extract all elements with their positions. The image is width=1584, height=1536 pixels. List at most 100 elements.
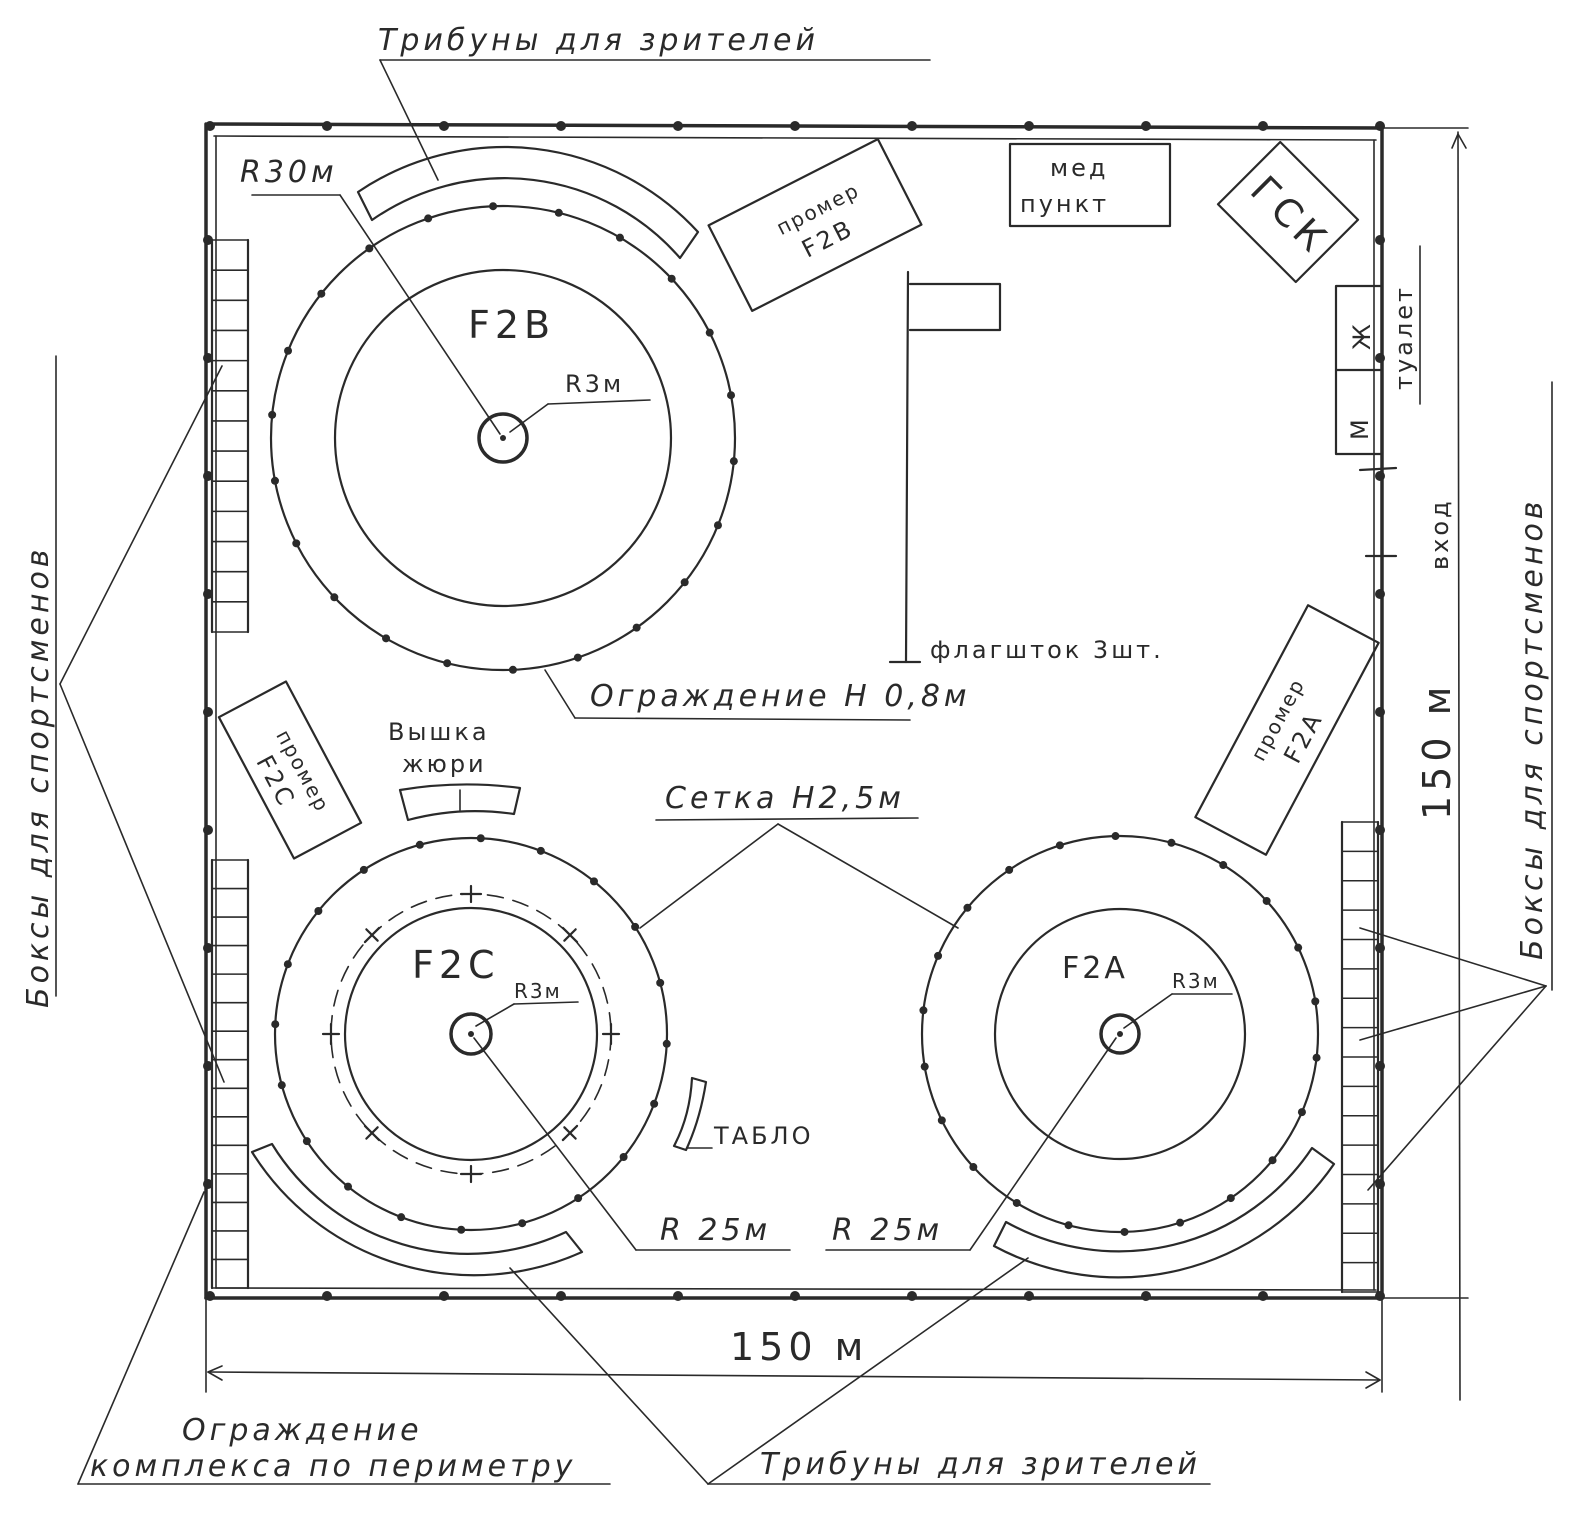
fence-post [556, 1291, 566, 1301]
net-post [397, 1213, 406, 1222]
fence-post [205, 121, 215, 131]
boxes-right-leader [1359, 381, 1553, 1191]
toilet-block: М Ж [1334, 245, 1421, 456]
fence-post [1258, 121, 1268, 131]
net-post [963, 903, 972, 912]
med-point: мед пункт [1008, 142, 1172, 228]
net-post [1226, 1194, 1235, 1203]
net-post [650, 1099, 659, 1108]
net-post [1120, 1227, 1129, 1236]
net-post [1012, 1198, 1021, 1207]
boxes-right [1340, 820, 1380, 1294]
perimeter-label-line1: Ограждение [182, 1413, 423, 1448]
fence-post [907, 121, 917, 131]
fence-b-leader [544, 669, 911, 721]
f2a-net-posts [919, 832, 1321, 1236]
fence-post [554, 208, 563, 217]
net-post [589, 877, 598, 886]
fence-post [1024, 1291, 1034, 1301]
toilet-m: М [1346, 416, 1374, 440]
f2b-fence-posts [268, 202, 738, 674]
net-post [344, 1182, 353, 1191]
boxes-left-bottom [210, 858, 250, 1290]
net-post [631, 922, 640, 931]
f2b-label: F2B [468, 303, 555, 347]
stands-top-label: Трибуны для зрителей [378, 23, 819, 58]
fence-post [439, 1291, 449, 1301]
fence-post [1375, 121, 1385, 131]
net-post [1312, 1053, 1321, 1062]
net-post [302, 1137, 311, 1146]
f2a-radius-25 [825, 1037, 1117, 1251]
net-post [1064, 1221, 1073, 1230]
fence-post [268, 410, 277, 419]
height-dimension-label: 150 м [1415, 682, 1459, 820]
net-post [1311, 997, 1320, 1006]
f2b-circle [269, 204, 737, 672]
fence-post [727, 391, 736, 400]
fence-post [424, 214, 433, 223]
fence-post [632, 623, 641, 632]
net-post [920, 1062, 929, 1071]
gsk-label: ГСК [1242, 167, 1338, 263]
stands-bottom-leader [509, 1257, 1211, 1485]
net-post [476, 834, 485, 843]
net-post [1176, 1218, 1185, 1227]
judges-line2: жюри [402, 750, 487, 778]
scoreboard [672, 1076, 708, 1152]
f2c-radius-3 [475, 1001, 579, 1027]
med-point-line2: пункт [1020, 190, 1109, 218]
net-post [619, 1152, 628, 1161]
boxes-left-top [210, 238, 250, 634]
fence-post [705, 328, 714, 337]
stands-f2c [250, 1142, 584, 1277]
boxes-left-leader [55, 355, 225, 1083]
fence-post [203, 943, 213, 953]
net-post [283, 960, 292, 969]
f2c-markers [321, 884, 621, 1184]
fence-post [1375, 353, 1385, 363]
net-post [415, 840, 424, 849]
net-post [934, 951, 943, 960]
fence-post [790, 121, 800, 131]
fence-post [556, 121, 566, 131]
entrance [1358, 466, 1398, 558]
circle-marker [563, 1126, 577, 1140]
circle-marker [365, 928, 379, 942]
fence-post [489, 202, 498, 211]
measure-f2c-box: промер F2C [217, 680, 363, 860]
fence-post [673, 121, 683, 131]
fence-post [284, 346, 293, 355]
f2b-radius-30 [251, 194, 501, 435]
net-post [359, 865, 368, 874]
judges-line1: Вышка [388, 718, 490, 746]
net-post [1294, 943, 1303, 952]
fence-post [573, 653, 582, 662]
fence-post [203, 471, 213, 481]
fence-post [203, 1061, 213, 1071]
perimeter-fence-posts [203, 121, 1385, 1301]
stands-top [356, 145, 700, 260]
scoreboard-label: ТАБЛО [713, 1122, 813, 1150]
judges-tower [398, 783, 522, 822]
fence-post [1258, 1291, 1268, 1301]
fence-post [667, 274, 676, 283]
perimeter-leader [77, 1191, 611, 1485]
fence-post [1375, 1291, 1385, 1301]
fence-post [1141, 1291, 1151, 1301]
net-post [1167, 838, 1176, 847]
fence-post [790, 1291, 800, 1301]
net-post [1055, 841, 1064, 850]
fence-post [205, 1291, 215, 1301]
net-post [969, 1163, 978, 1172]
fence-post [322, 1291, 332, 1301]
f2a-label: F2A [1062, 951, 1128, 986]
net-post [1111, 832, 1120, 841]
net-post [1005, 865, 1014, 874]
boxes-right-label: Боксы для спортсменов [1515, 498, 1550, 961]
flagpole [888, 270, 1002, 664]
fence-post [508, 665, 517, 674]
fence-post [1375, 1061, 1385, 1071]
fence-post [1375, 943, 1385, 953]
